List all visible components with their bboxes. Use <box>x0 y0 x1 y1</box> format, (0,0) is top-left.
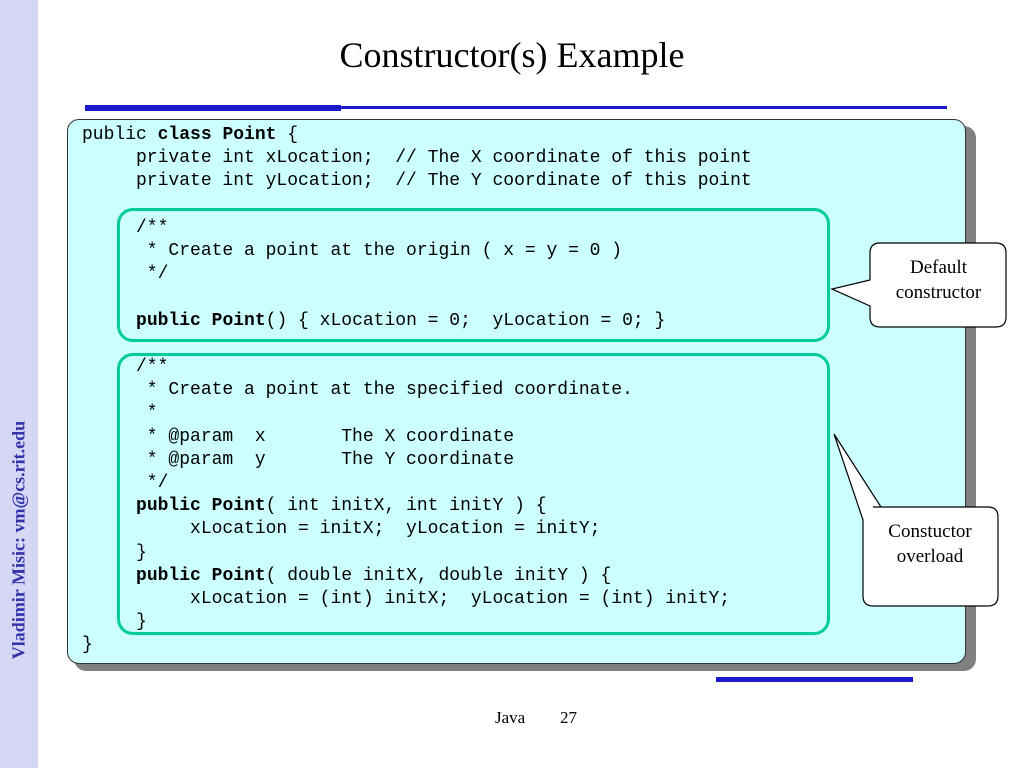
code-line: xLocation = initX; yLocation = initY; <box>82 518 752 541</box>
code-text: ( int initX, int initY ) { <box>265 496 547 517</box>
code-keyword: public <box>136 496 201 517</box>
code-line: * Create a point at the origin ( x = y =… <box>82 240 752 263</box>
code-text: * <box>82 403 158 424</box>
code-line: } <box>82 634 752 657</box>
code-text: private int yLocation; // The Y coordina… <box>82 171 752 192</box>
code-block: public class Point { private int xLocati… <box>82 124 752 658</box>
code-keyword: public <box>136 310 201 331</box>
code-keyword: class <box>157 125 212 145</box>
code-text: xLocation = (int) initX; yLocation = (in… <box>82 589 731 610</box>
code-text: */ <box>82 264 169 285</box>
overload-callout-line1: Constuctor <box>888 521 972 542</box>
side-bar: Vladimir Misic: vm@cs.rit.edu <box>0 0 38 768</box>
code-line: /** <box>82 356 752 379</box>
code-text: * @param y The Y coordinate <box>82 449 515 470</box>
footer-course: Java <box>495 708 526 727</box>
code-keyword: Point <box>211 310 266 331</box>
code-line: */ <box>82 263 752 286</box>
code-keyword: Point <box>211 496 266 517</box>
code-line: public Point() { xLocation = 0; yLocatio… <box>82 310 752 333</box>
code-text: } <box>82 612 147 633</box>
code-text: { <box>276 125 299 145</box>
code-line: */ <box>82 472 752 495</box>
code-line: * <box>82 402 752 425</box>
page-number: 27 <box>560 708 577 727</box>
default-callout-text: Default constructor <box>870 255 1007 305</box>
code-line: public Point( double initX, double initY… <box>82 565 752 588</box>
default-callout-bubble <box>830 242 1007 328</box>
code-text: private int xLocation; // The X coordina… <box>82 148 752 169</box>
title-rule-accent <box>85 105 341 111</box>
code-line: private int xLocation; // The X coordina… <box>82 147 752 170</box>
code-keyword: Point <box>222 125 277 145</box>
code-line: /** <box>82 217 752 240</box>
overload-callout-bubble <box>833 433 999 607</box>
code-line: } <box>82 542 752 565</box>
code-text: /** <box>82 217 169 238</box>
overload-callout-text: Constuctor overload <box>862 519 998 569</box>
footer-rule <box>716 677 913 682</box>
code-text: public <box>82 125 158 145</box>
code-text: } <box>82 635 93 656</box>
code-text: () { xLocation = 0; yLocation = 0; } <box>265 310 666 331</box>
code-keyword: Point <box>211 565 266 586</box>
code-line: public Point( int initX, int initY ) { <box>82 495 752 518</box>
code-text: * Create a point at the origin ( x = y =… <box>82 241 623 262</box>
code-text: } <box>82 542 147 563</box>
code-text: xLocation = initX; yLocation = initY; <box>82 519 601 540</box>
overload-callout-line2: overload <box>896 546 964 567</box>
code-line: } <box>82 611 752 634</box>
code-text: * Create a point at the specified coordi… <box>82 380 633 401</box>
code-text: /** <box>82 357 169 378</box>
code-keyword: public <box>136 565 201 586</box>
code-line: * @param x The X coordinate <box>82 426 752 449</box>
code-text: */ <box>82 473 169 494</box>
overload-constructor-highlight <box>117 353 830 635</box>
title-rule <box>85 106 947 109</box>
default-constructor-highlight <box>117 208 830 342</box>
code-line: * Create a point at the specified coordi… <box>82 379 752 402</box>
code-line: private int yLocation; // The Y coordina… <box>82 170 752 193</box>
default-callout-line1: Default <box>910 257 967 278</box>
code-text: ( double initX, double initY ) { <box>265 565 612 586</box>
code-line: * @param y The Y coordinate <box>82 449 752 472</box>
slide-title: Constructor(s) Example <box>339 35 685 75</box>
code-text: * @param x The X coordinate <box>82 426 515 447</box>
default-callout-line2: constructor <box>895 282 982 303</box>
code-line: public class Point { <box>82 124 752 147</box>
code-line: xLocation = (int) initX; yLocation = (in… <box>82 588 752 611</box>
